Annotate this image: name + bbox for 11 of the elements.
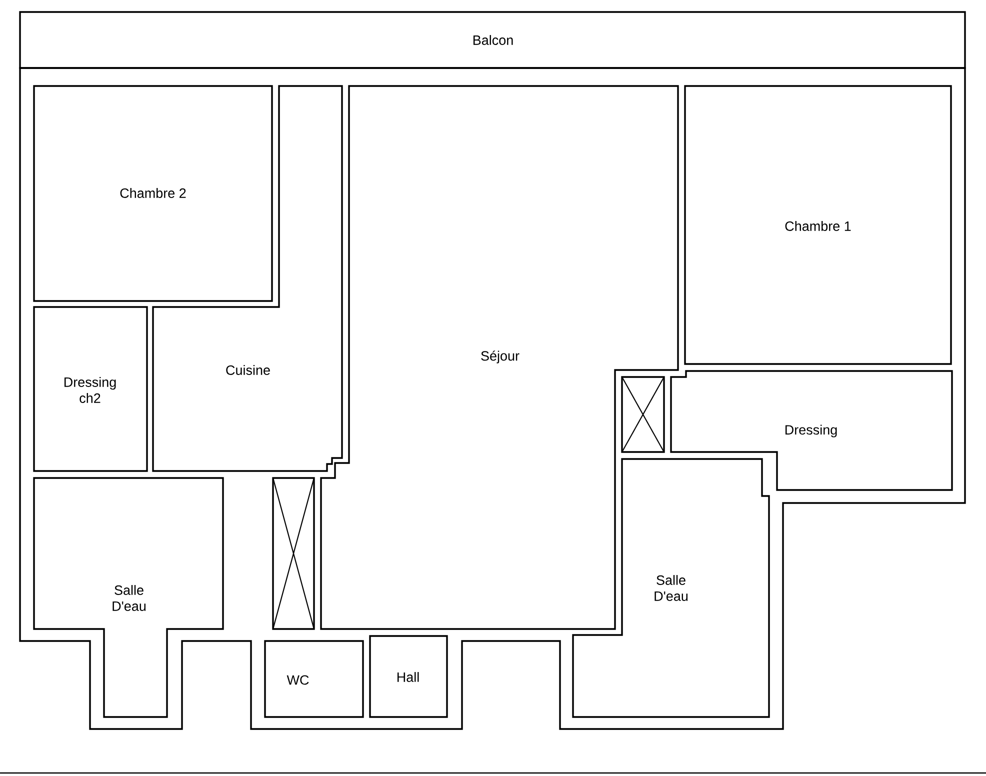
shaft-drawing: [621, 376, 665, 453]
room-outline: Balcon: [19, 11, 966, 69]
shaft-drawing: [272, 477, 315, 630]
room-outline: Chambre 2: [33, 85, 273, 302]
room-outline: Hall: [369, 635, 448, 718]
room-outline: Salle D'eau: [33, 477, 224, 718]
room-outline: WC: [264, 640, 364, 718]
room-outline: Salle D'eau: [572, 458, 770, 718]
room-outline: Chambre 1: [684, 85, 952, 365]
room-outline: Dressing ch2: [33, 306, 148, 472]
room-outline: Dressing: [670, 370, 953, 491]
